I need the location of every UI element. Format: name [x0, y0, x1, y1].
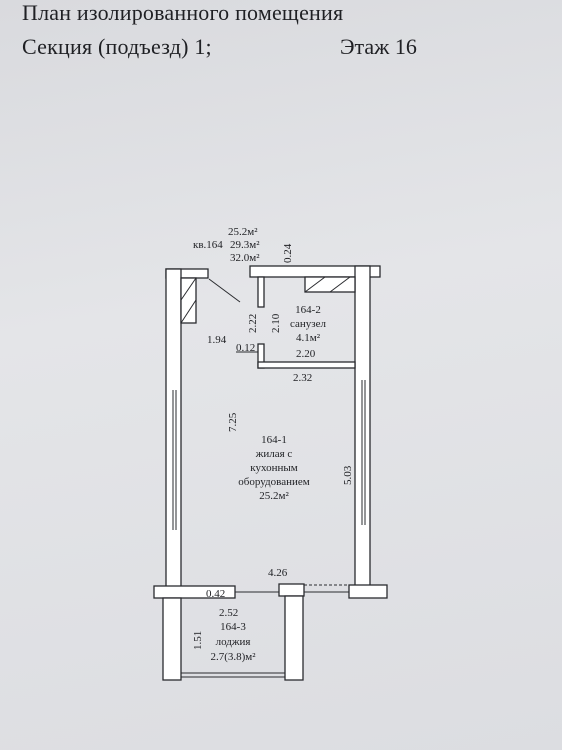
dim-2-22: 2.22	[247, 314, 259, 333]
dim-0-42: 0.42	[206, 588, 225, 600]
dim-5-03: 5.03	[342, 465, 354, 485]
floor-label: Этаж 16	[340, 34, 417, 59]
dim-4-26: 4.26	[268, 567, 288, 579]
dim-2-10: 2.10	[270, 313, 282, 333]
dim-0-12: 0.12	[236, 342, 255, 354]
room-164-3-id: 164-3	[220, 621, 246, 633]
room-164-1-area: 25.2м²	[259, 490, 289, 502]
dim-0-24: 0.24	[282, 243, 294, 263]
room-164-3-area: 2.7(3.8)м²	[210, 651, 256, 663]
dim-2-52: 2.52	[219, 607, 238, 619]
room-164-2-area: 4.1м²	[296, 332, 321, 344]
dim-1-51: 1.51	[192, 631, 204, 650]
room-164-2-id: 164-2	[295, 304, 321, 316]
room-164-1-name-2: кухонным	[250, 462, 297, 474]
area-full-label: 32.0м²	[230, 252, 260, 264]
outer-walls	[165, 265, 381, 589]
apartment-number-label: кв.164	[193, 239, 223, 251]
dim-7-25: 7.25	[227, 412, 239, 432]
loggia-walls	[153, 583, 388, 681]
room-164-3-name: лоджия	[216, 636, 251, 648]
room-164-1-name-3: оборудованием	[238, 476, 309, 488]
dim-1-94: 1.94	[207, 334, 227, 346]
room-164-2-name: санузел	[290, 318, 327, 330]
page-title: План изолированного помещения	[22, 0, 344, 25]
section-label: Секция (подъезд) 1;	[22, 34, 212, 59]
bathroom-partitions	[208, 276, 356, 369]
dim-2-32: 2.32	[293, 372, 312, 384]
area-total-label: 29.3м²	[230, 239, 260, 251]
dim-2-20: 2.20	[296, 348, 316, 360]
area-living-label: 25.2м²	[228, 226, 258, 238]
room-164-1-id: 164-1	[261, 434, 287, 446]
room-164-1-name-1: жилая с	[255, 448, 293, 460]
